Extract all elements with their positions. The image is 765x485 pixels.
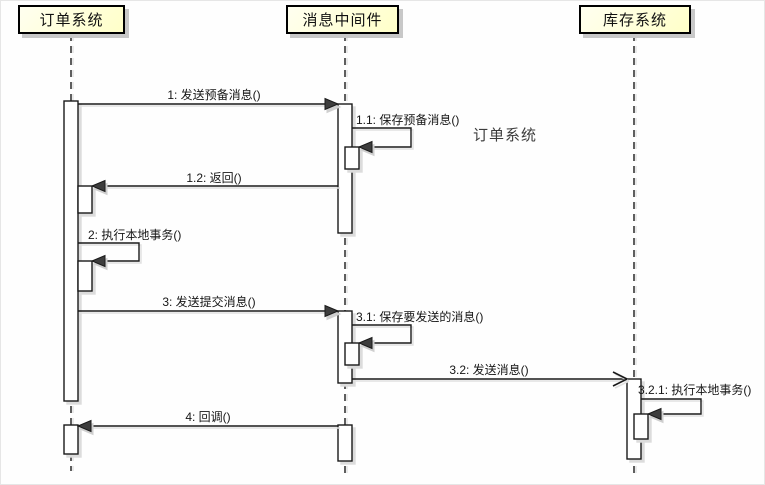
activation-middleware-3-1 (344, 342, 360, 366)
message-2-label: 2: 执行本地事务() (88, 228, 182, 242)
message-3-2-1-line (641, 398, 702, 415)
message-3-arrowhead (324, 304, 340, 318)
message-1-1-arrowhead (357, 140, 373, 154)
activation-inventory-3-2-1 (633, 413, 649, 440)
floating-note-label: 订单系统 (473, 127, 538, 144)
activation-order-callback (63, 424, 79, 455)
message-4-label: 4: 回调() (185, 410, 231, 424)
activation-middleware-1-1 (344, 146, 360, 170)
message-3-label: 3: 发送提交消息() (162, 295, 256, 309)
message-1-2-arrowhead (90, 179, 106, 193)
message-1-1-label: 1.1: 保存预备消息() (356, 113, 460, 127)
message-2-arrowhead (90, 254, 106, 268)
message-3-2-label: 3.2: 发送消息() (449, 363, 529, 377)
activation-order-main (63, 100, 79, 402)
participant-order: 订单系统 (18, 5, 125, 34)
participant-middleware-label: 消息中间件 (302, 12, 383, 29)
message-4-arrowhead (76, 419, 92, 433)
message-3-2-arrowhead (612, 371, 628, 387)
message-3-2-1-arrowhead (646, 407, 662, 421)
message-1-1-line (352, 127, 412, 148)
activation-order-self-2 (77, 260, 93, 292)
activation-order-return-1-2 (77, 185, 93, 214)
participant-inventory: 库存系统 (579, 5, 691, 34)
message-2-line (78, 242, 140, 262)
activation-middleware-4 (337, 424, 353, 462)
message-3-2-1-label: 3.2.1: 执行本地事务() (638, 383, 752, 397)
participant-order-label: 订单系统 (39, 12, 104, 29)
message-3-1-label: 3.1: 保存要发送的消息() (356, 310, 484, 324)
message-1-label: 1: 发送预备消息() (167, 88, 261, 102)
message-1-arrowhead (324, 97, 340, 111)
participant-middleware: 消息中间件 (286, 5, 399, 34)
message-3-1-arrowhead (357, 336, 373, 350)
message-3-1-line (352, 324, 412, 344)
participant-inventory-label: 库存系统 (602, 12, 667, 29)
message-1-2-label: 1.2: 返回() (186, 171, 242, 185)
